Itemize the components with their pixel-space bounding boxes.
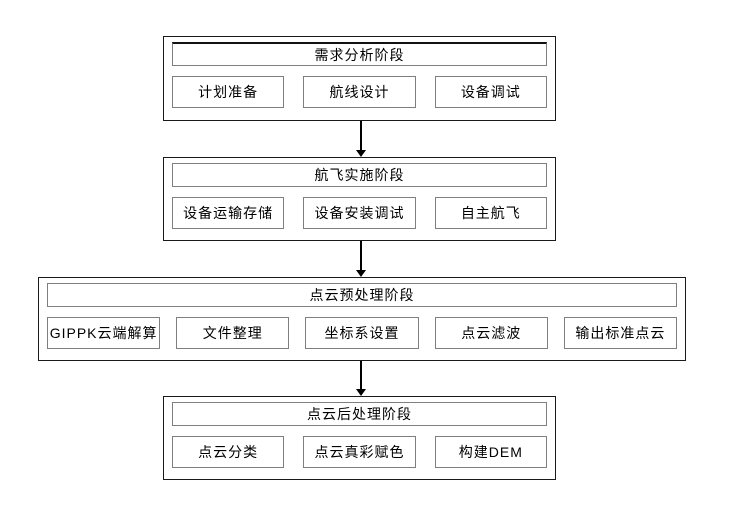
stage-pointcloud-postprocessing: 点云后处理阶段 点云分类 点云真彩赋色 构建DEM xyxy=(163,396,556,480)
arrow-shaft xyxy=(360,241,362,270)
flow-arrow-down xyxy=(356,361,366,396)
stage-steps-row: 设备运输存储 设备安装调试 自主航飞 xyxy=(172,197,547,229)
stage-title: 点云后处理阶段 xyxy=(172,402,547,426)
stage-title: 点云预处理阶段 xyxy=(47,283,677,307)
step-box: 坐标系设置 xyxy=(305,317,419,349)
flow-arrow-down xyxy=(356,241,366,277)
stage-title: 航飞实施阶段 xyxy=(172,163,547,187)
stage-steps-row: 点云分类 点云真彩赋色 构建DEM xyxy=(172,436,547,468)
step-box: 点云真彩赋色 xyxy=(303,436,416,468)
stage-title: 需求分析阶段 xyxy=(172,42,547,66)
arrow-head xyxy=(356,389,366,396)
step-box: 计划准备 xyxy=(172,76,285,108)
stage-steps-row: GIPPK云端解算 文件整理 坐标系设置 点云滤波 输出标准点云 xyxy=(47,317,678,349)
stage-flight-implementation: 航飞实施阶段 设备运输存储 设备安装调试 自主航飞 xyxy=(163,157,556,241)
stage-requirements-analysis: 需求分析阶段 计划准备 航线设计 设备调试 xyxy=(163,36,556,121)
step-box: 构建DEM xyxy=(434,436,547,468)
step-box: 点云滤波 xyxy=(434,317,548,349)
step-box: 设备运输存储 xyxy=(172,197,285,229)
arrow-head xyxy=(356,150,366,157)
step-box: 文件整理 xyxy=(176,317,290,349)
arrow-shaft xyxy=(360,121,362,150)
step-box: 自主航飞 xyxy=(434,197,547,229)
stage-pointcloud-preprocessing: 点云预处理阶段 GIPPK云端解算 文件整理 坐标系设置 点云滤波 输出标准点云 xyxy=(38,277,686,361)
stage-steps-row: 计划准备 航线设计 设备调试 xyxy=(172,76,547,108)
step-box: 设备调试 xyxy=(434,76,547,108)
step-box: 航线设计 xyxy=(303,76,416,108)
step-box: GIPPK云端解算 xyxy=(47,317,161,349)
arrow-head xyxy=(356,270,366,277)
step-box: 点云分类 xyxy=(172,436,285,468)
step-box: 设备安装调试 xyxy=(303,197,416,229)
step-box: 输出标准点云 xyxy=(563,317,678,349)
flow-arrow-down xyxy=(356,121,366,157)
arrow-shaft xyxy=(360,361,362,389)
